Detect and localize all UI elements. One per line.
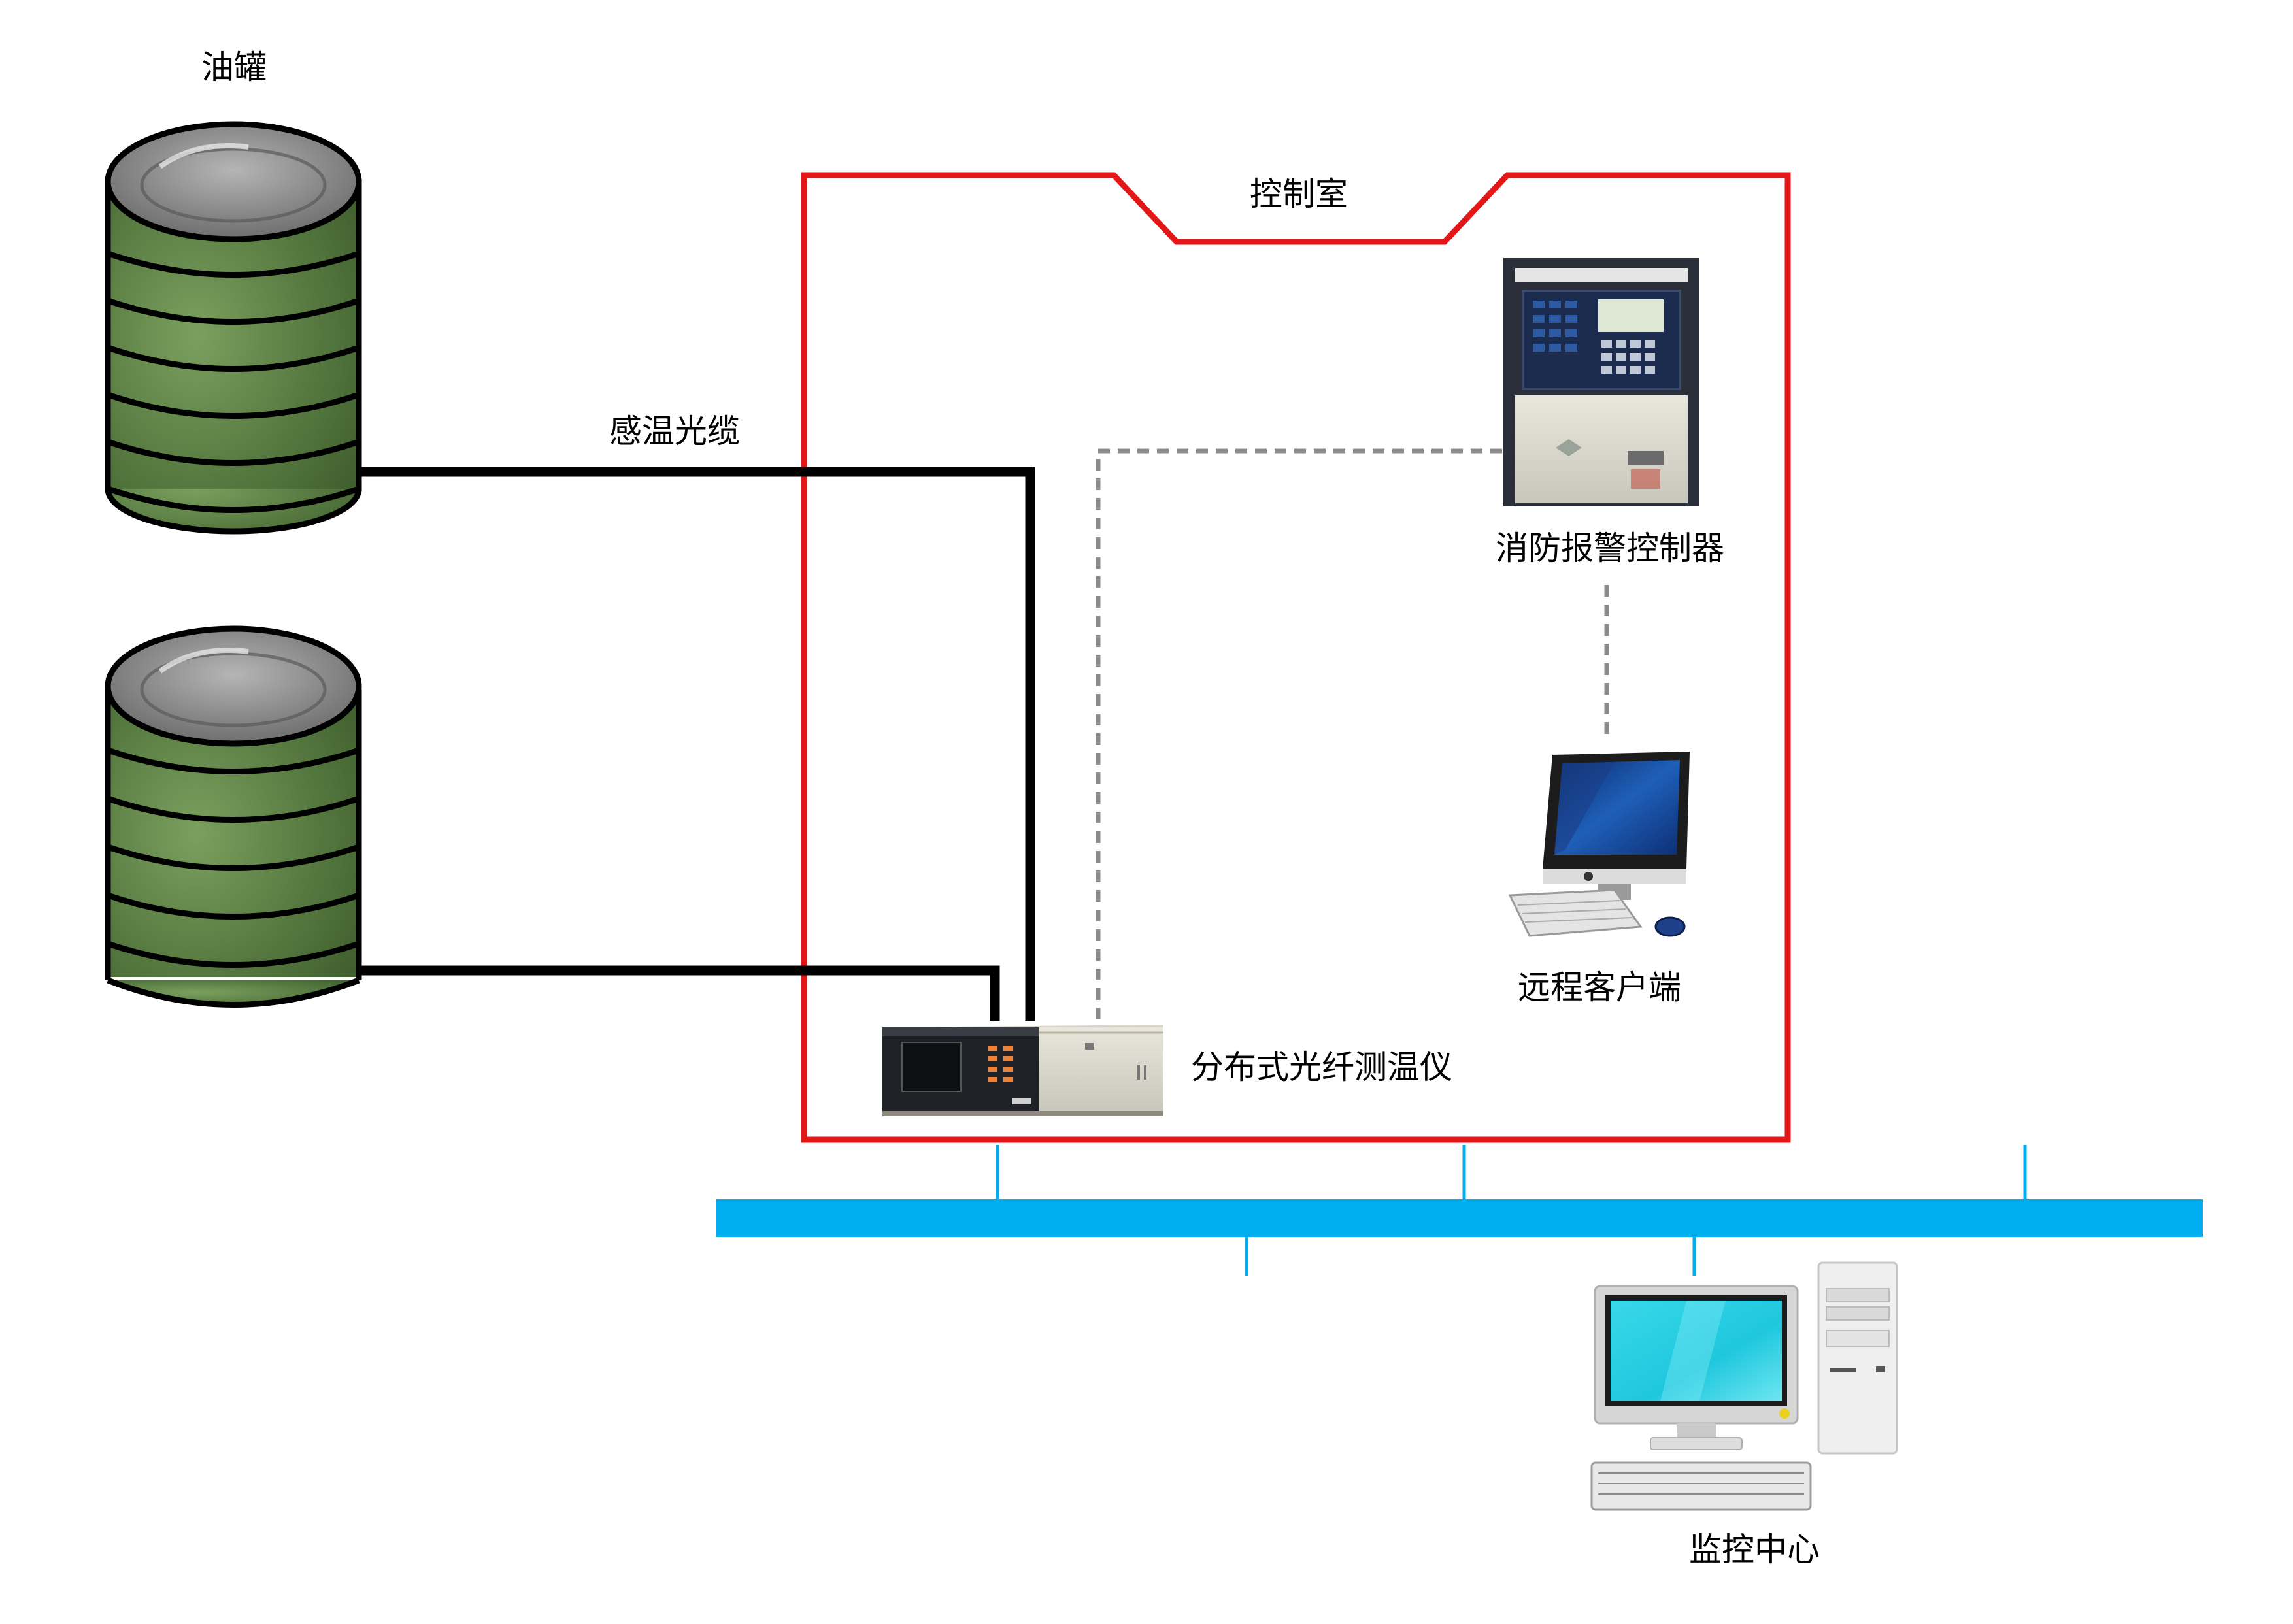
- fire-alarm-controller: [1503, 258, 1699, 506]
- oil-tank-label: 油罐: [201, 48, 267, 86]
- fiber-cables: [346, 467, 1035, 1021]
- fiber-cable-tank-2: [346, 965, 1000, 1021]
- dts-to-fire-controller-line: [1096, 448, 1503, 1019]
- network-bus-bar: [716, 1199, 2203, 1237]
- control-room-boundary: [801, 172, 1791, 1143]
- sensing-cable-label: 感温光缆: [609, 412, 740, 450]
- fire-alarm-controller-label: 消防报警控制器: [1496, 529, 1724, 567]
- control-room-label: 控制室: [1250, 175, 1348, 213]
- network-bus: [716, 1145, 2203, 1276]
- signal-dashed-lines: [1096, 448, 1609, 1019]
- remote-client-computer: [1508, 752, 1690, 937]
- monitor-center-label: 监控中心: [1689, 1531, 1820, 1568]
- dts-device-label: 分布式光纤测温仪: [1191, 1048, 1452, 1086]
- remote-client-label: 远程客户端: [1518, 969, 1681, 1006]
- fiber-cable-tank-1: [346, 467, 1035, 1021]
- monitor-center-computer: [1590, 1261, 1898, 1511]
- oil-tank-1: [105, 121, 362, 535]
- oil-tank-2: [105, 625, 362, 1008]
- dts-device: [882, 1025, 1163, 1116]
